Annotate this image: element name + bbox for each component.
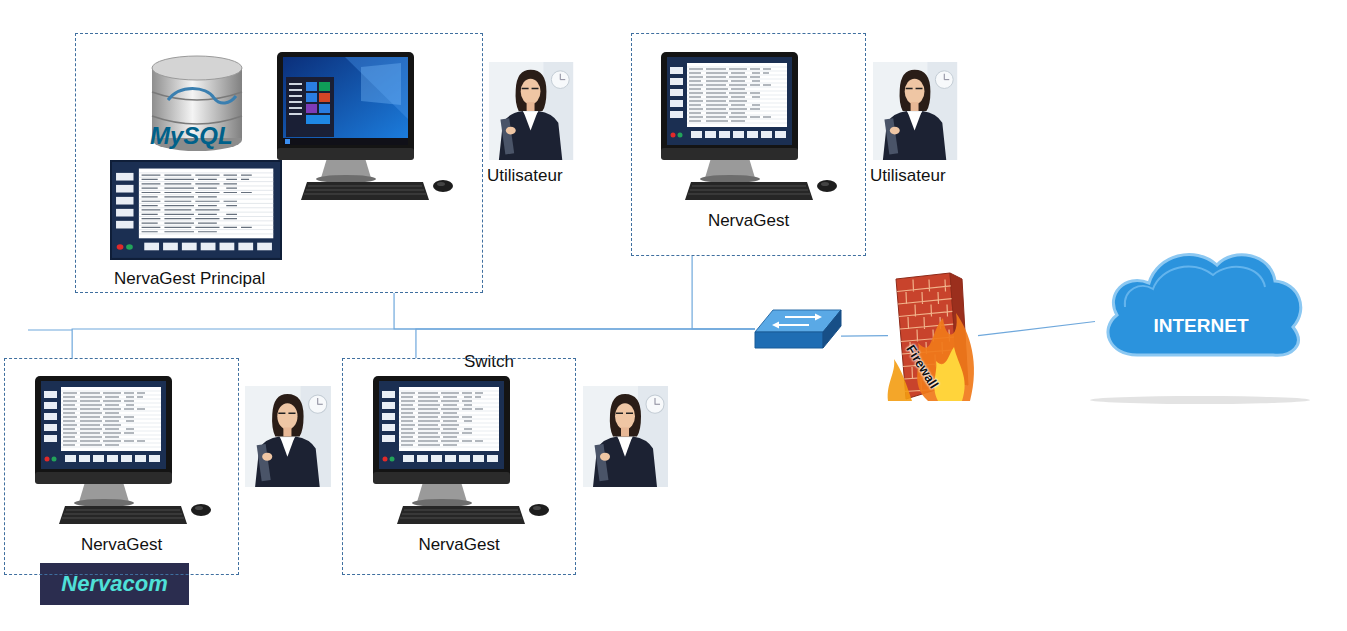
icon-part bbox=[755, 332, 823, 348]
network-link bbox=[692, 256, 755, 329]
node-label: NervaGest bbox=[343, 535, 575, 555]
user-photo bbox=[583, 386, 668, 487]
icon-part bbox=[823, 310, 841, 348]
app-window bbox=[110, 160, 282, 260]
user-label: Utilisateur bbox=[870, 165, 970, 186]
icon-part bbox=[815, 314, 822, 321]
node-label: INTERNET bbox=[1095, 316, 1307, 336]
workstation bbox=[661, 52, 837, 200]
app-window bbox=[110, 160, 282, 260]
user-photo bbox=[873, 62, 957, 160]
database-icon bbox=[168, 89, 236, 104]
switch-icon bbox=[755, 308, 841, 350]
internet-cloud bbox=[1095, 237, 1307, 365]
workstation-box: NervaGest bbox=[342, 358, 576, 575]
user-label: Utilisateur bbox=[487, 165, 587, 186]
workstation bbox=[661, 52, 837, 200]
icon-part bbox=[1125, 267, 1265, 307]
main-workstation bbox=[277, 52, 453, 200]
workstation-box: NervaGest bbox=[631, 33, 866, 256]
node-label: NervaGest bbox=[632, 211, 865, 231]
icon-part bbox=[785, 316, 815, 318]
main-workstation bbox=[283, 57, 408, 145]
network-link bbox=[978, 321, 1095, 335]
switch-icon: Switch bbox=[755, 308, 841, 350]
workstation bbox=[35, 376, 211, 524]
database-icon bbox=[152, 92, 242, 124]
icon-part bbox=[772, 322, 779, 329]
database-icon bbox=[152, 56, 242, 80]
icon-part bbox=[1108, 255, 1301, 356]
workstation bbox=[667, 57, 792, 145]
workstation-box: NervaGest bbox=[4, 358, 239, 575]
user-photo bbox=[245, 386, 331, 487]
workstation bbox=[35, 376, 211, 524]
firewall-icon: Firewall bbox=[888, 273, 978, 401]
icon-part bbox=[934, 347, 964, 401]
icon-part bbox=[779, 324, 809, 326]
node-label: NervaGest bbox=[5, 535, 238, 555]
internet-cloud: INTERNET bbox=[1095, 237, 1307, 365]
workstation bbox=[373, 376, 549, 524]
app-window bbox=[112, 162, 280, 258]
bus-line bbox=[28, 329, 72, 330]
network-link bbox=[394, 293, 755, 329]
node-label: Switch bbox=[454, 352, 524, 372]
workstation-box: NervaGest Principal bbox=[75, 33, 483, 293]
node-label: NervaGest Principal bbox=[114, 269, 334, 289]
network-link bbox=[841, 335, 888, 337]
logo-text: MySQL bbox=[150, 122, 250, 150]
main-workstation bbox=[277, 52, 453, 200]
network-link bbox=[72, 329, 755, 358]
workstation bbox=[379, 381, 504, 469]
user-photo bbox=[489, 62, 573, 160]
logo-background bbox=[40, 563, 189, 605]
cloud-shadow bbox=[1090, 396, 1310, 404]
database-icon bbox=[152, 56, 242, 151]
workstation bbox=[373, 376, 549, 524]
workstation bbox=[41, 381, 166, 469]
